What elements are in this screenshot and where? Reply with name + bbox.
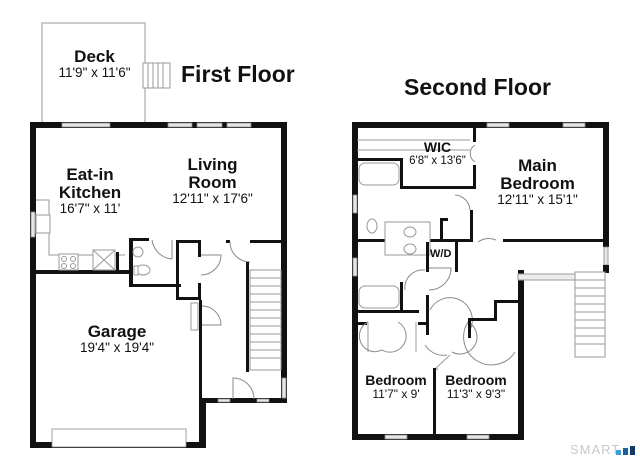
room-dimensions: 19'4" x 19'4" [79,339,155,355]
room-label-deck: Deck 11'9" x 11'6" [42,48,147,80]
second-floor-plan [352,122,609,440]
toilet-icon [133,264,151,276]
room-dimensions: 11'3" x 9'3" [446,386,506,401]
closet-shelves [357,139,470,151]
first-floor-title: First Floor [181,61,295,87]
room-dimensions: 12'11" x 17'6" [172,190,253,206]
room-label-main-bedroom: Main Bedroom 12'11" x 15'1" [485,157,590,207]
bathtub-icon [358,285,400,309]
room-label-laundry: W/D [430,248,452,260]
interior-stairs [249,269,282,371]
room-name: Bedroom [445,372,507,388]
double-vanity [384,221,431,256]
stair-flight [574,271,606,358]
room-label-wic: WIC 6'8" x 13'6" [400,140,475,167]
room-label-kitchen: Eat-in Kitchen 16'7" x 11' [40,166,140,216]
room-name: Living [187,155,238,174]
room-name: Room [188,172,237,192]
room-name: Kitchen [58,182,122,202]
first-floor-plan [30,22,287,448]
stove-icon [58,253,79,271]
room-name: Eat-in [66,165,114,184]
sink-icon [132,246,144,258]
room-name: Bedroom [365,372,427,388]
room-name: Bedroom [500,173,575,193]
bar [623,448,628,455]
room-dimensions: 11'9" x 11'6" [58,64,131,80]
deck-stairs [142,62,171,89]
fridge-icon [92,249,116,271]
room-dimensions: 12'11" x 15'1" [497,191,578,207]
smart-mls-logo: SMART [570,442,621,457]
deck-outline [41,22,146,124]
room-name: Garage [87,322,147,341]
room-label-bedroom-2: Bedroom 11'7" x 9' [358,373,434,400]
second-floor-title: Second Floor [404,74,551,100]
room-name: WIC [423,139,452,155]
room-label-garage: Garage 19'4" x 19'4" [62,323,172,355]
room-name: Main [518,156,557,175]
bathtub-icon [358,162,400,186]
bar [616,450,621,455]
room-name: Deck [74,47,115,66]
room-dimensions: 6'8" x 13'6" [409,154,466,167]
room-label-bedroom-3: Bedroom 11'3" x 9'3" [436,373,516,400]
room-dimensions: 11'7" x 9' [372,386,420,401]
bar [630,446,635,455]
room-dimensions: 16'7" x 11' [59,200,121,216]
room-label-living-room: Living Room 12'11" x 17'6" [155,156,270,206]
mls-bars-icon [616,446,635,455]
toilet-icon [366,218,378,234]
